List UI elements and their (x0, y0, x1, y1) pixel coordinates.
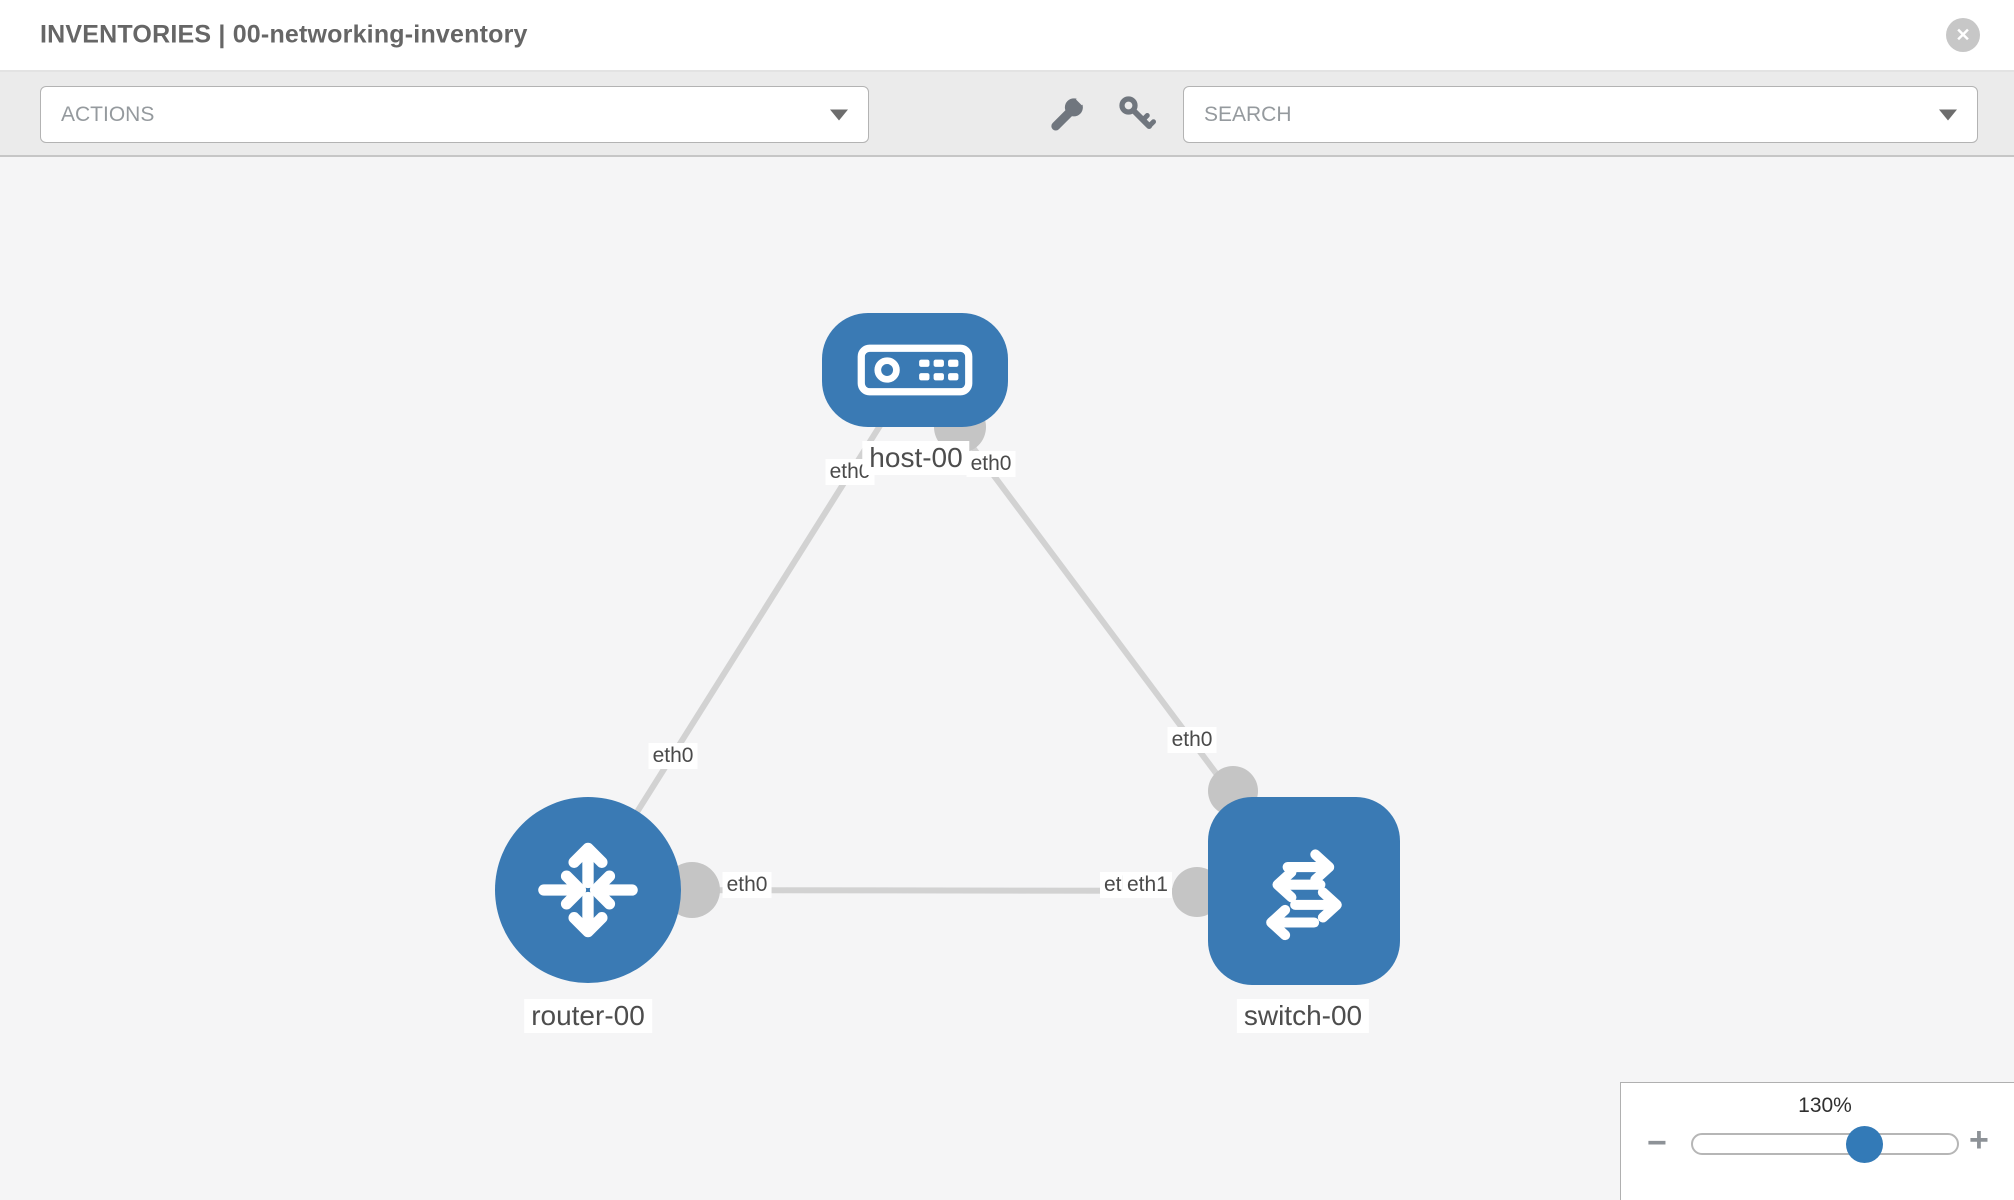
iface-label: eth0 (1167, 727, 1217, 754)
iface-label: eth0 (966, 451, 1016, 478)
topology-canvas[interactable]: eth0 eth0 eth0 eth0 eth0 eth1 eth1 host-… (0, 157, 2014, 1200)
node-router-00[interactable] (495, 797, 681, 983)
page-title: INVENTORIES | 00-networking-inventory (40, 20, 528, 49)
node-label-switch: switch-00 (1236, 999, 1370, 1033)
zoom-slider-thumb[interactable] (1846, 1126, 1883, 1163)
search-dropdown[interactable]: SEARCH (1183, 86, 1978, 143)
router-icon (538, 842, 638, 938)
key-icon (1119, 96, 1156, 129)
node-switch-00[interactable] (1208, 797, 1400, 985)
node-label-router: router-00 (524, 999, 652, 1033)
toolbar: ACTIONS SEARCH (0, 72, 2014, 157)
close-button[interactable]: ✕ (1946, 18, 1980, 52)
search-placeholder: SEARCH (1204, 102, 1292, 126)
zoom-slider-track[interactable] (1691, 1133, 1959, 1155)
zoom-out-button[interactable]: − (1647, 1124, 1667, 1162)
actions-dropdown-label: ACTIONS (61, 102, 155, 126)
zoom-level-value: 130% (1798, 1094, 1852, 1117)
credentials-button[interactable] (1114, 91, 1158, 135)
link-host-router (585, 368, 918, 892)
switch-icon (1266, 849, 1342, 941)
topology-links-layer (585, 368, 1307, 918)
chevron-down-icon (1939, 109, 1957, 120)
iface-label: eth0 (722, 872, 772, 899)
zoom-panel: 130% − + (1620, 1082, 2014, 1200)
wrench-icon (1051, 93, 1087, 131)
page-header: INVENTORIES | 00-networking-inventory ✕ (0, 0, 2014, 72)
iface-label: eth1 (1123, 872, 1172, 899)
chevron-down-icon (830, 109, 848, 120)
zoom-in-button[interactable]: + (1969, 1121, 1989, 1159)
node-host-00[interactable] (822, 313, 1008, 427)
node-label-host: host-00 (862, 441, 970, 475)
close-icon: ✕ (1955, 25, 1971, 45)
configure-button[interactable] (1045, 91, 1089, 135)
iface-label: eth0 (648, 743, 698, 770)
host-icon (857, 344, 973, 396)
actions-dropdown[interactable]: ACTIONS (40, 86, 869, 143)
